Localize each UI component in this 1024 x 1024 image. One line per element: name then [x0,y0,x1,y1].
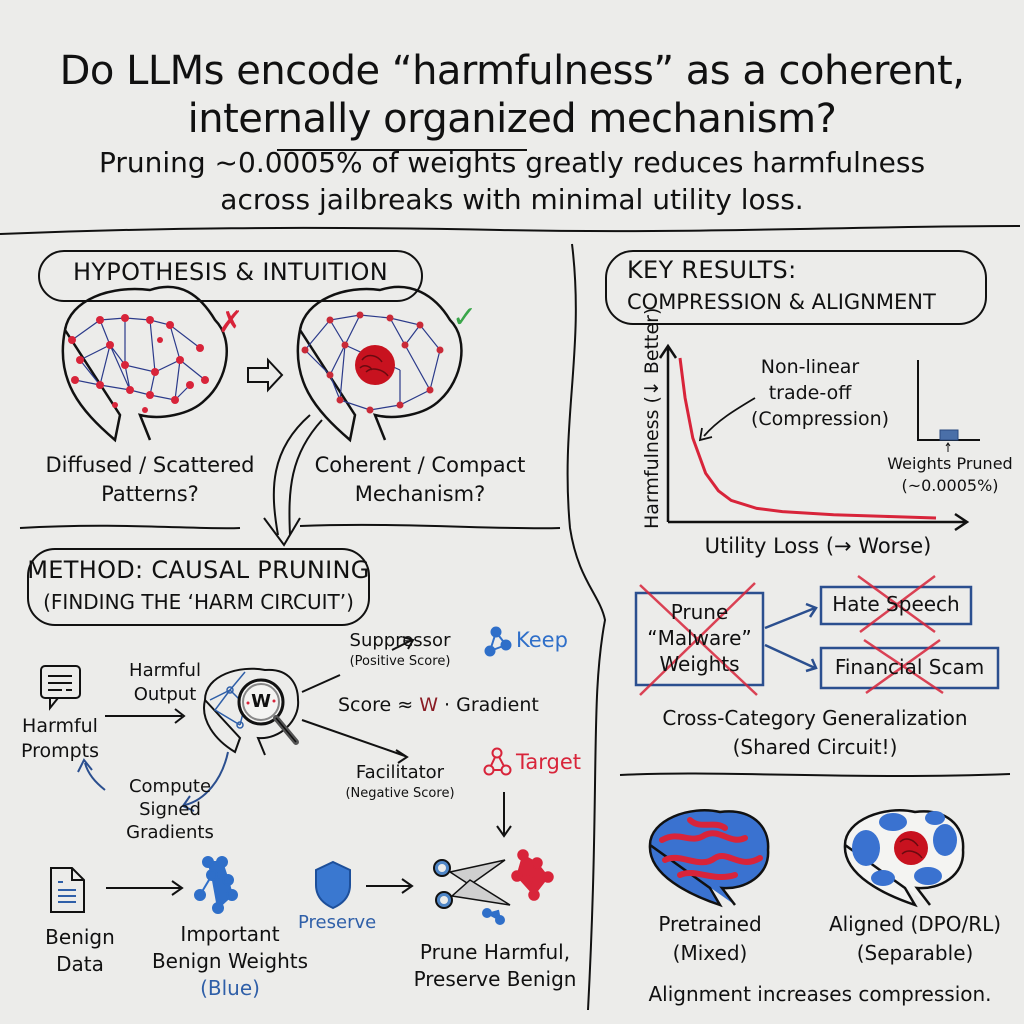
category-financial-scam: Financial Scam [834,655,985,679]
annotation-line-2: trade-off [768,382,852,404]
inset-label-line-1: Weights Pruned [887,454,1013,473]
prune-malware-box [634,591,765,687]
scattered-label-line-2: Patterns? [101,482,199,506]
score-weight: W [419,694,439,716]
subtitle-line-2: across jailbreaks with minimal utility l… [220,183,804,216]
keep-graph-icon [484,626,512,657]
scissors-icon [433,859,511,909]
chart-series-line [678,357,937,520]
inset-bar [939,429,959,441]
method-heading-line-2: (FINDING THE ‘HARM CIRCUIT’) [43,590,354,614]
aligned-line-2: (Separable) [856,941,974,965]
facilitator-label: Facilitator [355,762,445,783]
keep-label: Keep [516,628,568,652]
chat-bubble-icon [40,665,81,711]
suppressor-note: (Positive Score) [349,654,451,669]
prune-box-line-1: Prune [670,600,729,624]
important-line-3: (Blue) [200,976,260,1000]
pretrained-mixed-brain-icon [648,809,770,908]
pretrained-line-1: Pretrained [658,912,762,936]
results-heading-box [605,250,987,325]
compute-line-1: Compute [128,776,212,797]
suppressor-label: Suppressor [349,630,451,651]
target-label: Target [516,750,581,774]
harmful-cluster-icon [511,849,554,901]
shield-icon [315,860,351,910]
document-icon [50,867,85,913]
compact-label-line-1: Coherent / Compact [314,453,526,477]
prune-box-line-2: “Malware” [647,626,752,650]
title-line-2: internally organized mechanism? [187,96,837,142]
compute-line-2: Signed [139,799,201,820]
harmful-output-line-1: Harmful [129,660,201,681]
magnifier-weight-letter: W [251,691,271,712]
alignment-conclusion: Alignment increases compression. [648,982,992,1006]
benign-data-line-1: Benign [45,925,115,949]
compact-label-line-2: Mechanism? [354,482,486,506]
annotation-line-1: Non-linear [760,356,860,378]
method-heading-line-1: METHOD: CAUSAL PRUNING [27,556,370,584]
generalization-line-1: Cross-Category Generalization [662,706,968,730]
aligned-separable-brain-icon [843,809,965,908]
financial-scam-box [819,646,1000,690]
aligned-line-1: Aligned (DPO/RL) [828,912,1002,936]
chart-axes [658,343,970,532]
hypothesis-heading-box [38,250,423,302]
prune-result-line-2: Preserve Benign [413,967,577,991]
harmful-prompts-line-1: Harmful [22,715,98,737]
harmful-prompts-line-2: Prompts [20,740,100,762]
score-formula: Score ≈ W · Gradient [338,694,539,716]
inset-chart [917,360,980,452]
subtitle-line-1: Pruning ~0.0005% of weights greatly redu… [98,146,926,179]
category-hate-speech: Hate Speech [832,592,960,616]
annotation-arrow [698,397,756,442]
inset-label-line-2: (~0.0005%) [901,476,999,495]
magnifier-icon [237,678,285,726]
title-line-1: Do LLMs encode “harmfulness” as a cohere… [59,48,965,94]
score-suffix: · Gradient [438,694,539,716]
results-heading-line-2: COMPRESSION & ALIGNMENT [627,290,936,314]
prune-box-line-3: Weights [659,652,740,676]
title-underline [277,149,527,151]
prune-result-line-1: Prune Harmful, [419,940,571,964]
results-heading-line-1: KEY RESULTS: [627,256,797,284]
chart-x-label: Utility Loss (→ Worse) [704,534,932,558]
check-mark-icon: ✓ [452,300,478,335]
compute-line-3: Gradients [126,822,214,843]
facilitator-note: (Negative Score) [345,786,455,801]
cross-mark-icon: ✗ [218,305,244,340]
benign-weights-graph-icon [194,856,238,914]
preserve-label: Preserve [298,912,377,933]
annotation-line-3: (Compression) [750,408,890,430]
important-line-1: Important [180,922,280,946]
harmful-output-line-2: Output [133,684,197,705]
generalization-line-2: (Shared Circuit!) [732,735,898,759]
important-line-2: Benign Weights [151,949,309,973]
hypothesis-heading: HYPOTHESIS & INTUITION [73,258,388,286]
pretrained-line-2: (Mixed) [672,941,748,965]
benign-data-line-2: Data [56,952,104,976]
hate-speech-box [819,585,973,626]
scattered-label-line-1: Diffused / Scattered [45,453,255,477]
target-graph-icon [483,747,512,776]
method-heading-box [27,548,370,626]
score-prefix: Score ≈ [338,694,420,716]
